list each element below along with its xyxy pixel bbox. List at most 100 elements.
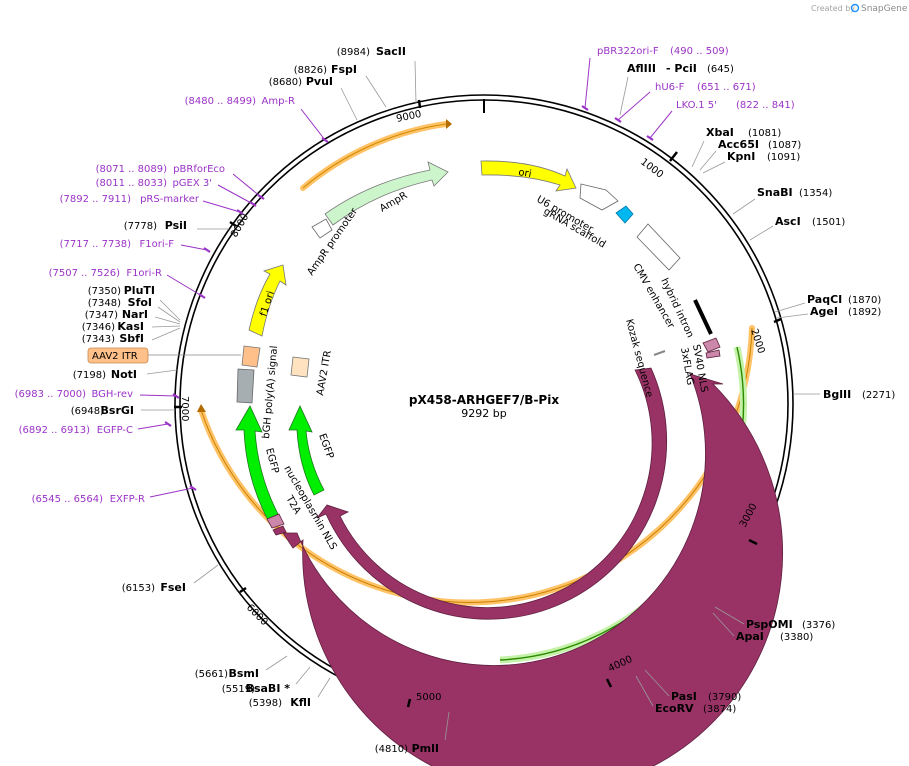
primer-range: (490 .. 509): [670, 46, 729, 57]
site-position: (1081): [748, 128, 781, 139]
site-leader-line: [340, 87, 358, 121]
cas9-inner-label: Cas9: [542, 563, 569, 583]
site-name: KflI: [290, 696, 311, 709]
site-name: SfoI: [128, 296, 152, 309]
primer-site-mark: [198, 293, 206, 299]
ampr-promoter-arrow: [311, 218, 333, 239]
primer-site-mark: [203, 247, 211, 253]
site-position: (645): [707, 64, 734, 75]
kozak-marker: [653, 350, 666, 356]
orange-arc-large: [198, 325, 755, 606]
site-position: (2271): [862, 390, 895, 401]
primer-range: (8480 .. 8499): [185, 96, 257, 107]
site-leader-line: [151, 327, 181, 341]
site-name: Acc65I: [718, 138, 759, 151]
primer-leader-line: [232, 173, 262, 198]
ori-label: ori: [517, 167, 532, 180]
site-name: BsmI: [229, 667, 260, 680]
site-position: (1354): [799, 188, 832, 199]
site-name: NarI: [122, 308, 148, 321]
tick-label: 6000: [244, 602, 270, 628]
plasmid-name: pX458-ARHGEF7/B-Pix: [409, 393, 559, 407]
site-name: NotI: [111, 368, 137, 381]
site-position: (7346): [82, 322, 115, 333]
primer-site-mark: [172, 393, 180, 399]
site-position: (7343): [82, 334, 115, 345]
site-position: (3790): [708, 692, 741, 703]
site-name: SnaBI: [757, 186, 793, 199]
site-position: (1091): [767, 152, 800, 163]
egfp-inner-label: EGFP: [316, 432, 335, 460]
tick-mark: [406, 698, 412, 708]
site-position: (8984): [337, 47, 370, 58]
site-leader-line: [146, 369, 178, 375]
aav2-itr-inner-box: [290, 356, 310, 378]
site-leader-line: [714, 606, 745, 625]
site-leader-line: [749, 225, 774, 241]
site-name: PspOMI: [746, 618, 793, 631]
primer-range: (651 .. 671): [697, 82, 756, 93]
site-name: FspI: [331, 63, 357, 76]
aav2-itr-callout-box: [87, 347, 149, 364]
site-leader-line: [414, 60, 417, 104]
primer-range: (8071 .. 8089): [96, 164, 168, 175]
site-name: XbaI: [706, 126, 734, 139]
site-position: (7778): [124, 221, 157, 232]
egfp-outer-label: EGFP: [263, 447, 280, 475]
aav2-itr-callout-label: AAV2 ITR: [92, 351, 138, 362]
primer-name: pBR322ori-F: [597, 46, 659, 57]
site-name: KasI: [117, 320, 144, 333]
tick-mark: [748, 538, 758, 546]
site-name: PsiI: [165, 219, 187, 232]
primer-name: F1ori-F: [140, 239, 175, 250]
snapgene-logo-icon: [850, 3, 860, 13]
site-position: (3380): [780, 632, 813, 643]
site-leader-line: [699, 150, 717, 171]
primer-leader-line: [217, 184, 254, 205]
primer-site-mark: [164, 421, 172, 427]
primer-name: Amp-R: [262, 96, 296, 107]
cas9-outer-label: Cas9: [562, 611, 589, 630]
primer-range: (8011 .. 8033): [96, 178, 168, 189]
site-leader-line: [151, 325, 181, 328]
site-leader-line: [691, 140, 705, 168]
primer-name: pRS-marker: [140, 194, 200, 205]
tick-mark: [417, 99, 422, 109]
primer-name: hU6-F: [655, 82, 685, 93]
cas9-inner-arrow: [316, 367, 668, 620]
aav2-itr-inner-label: AAV2 ITR: [315, 350, 334, 397]
site-name: SacII: [376, 45, 406, 58]
primer-range: (7892 .. 7911): [60, 194, 132, 205]
site-position: (8826): [294, 65, 327, 76]
grna-scaffold-arrow: [615, 205, 634, 224]
primer-leader-line: [137, 423, 169, 430]
primer-labels: pBR322ori-F (490 .. 509) hU6-F (651 .. 671)…: [15, 46, 795, 505]
primer-leader-line: [584, 57, 591, 109]
kozak-label: Kozak sequence: [623, 318, 655, 399]
site-name: AgeI: [810, 305, 838, 318]
primer-leader-line: [139, 394, 177, 397]
site-leader-line: [265, 655, 288, 671]
site-leader-line: [317, 677, 331, 698]
site-position: (1892): [848, 307, 881, 318]
primer-name: EGFP-C: [97, 425, 133, 436]
tick-mark: [605, 678, 613, 688]
site-position: (5661): [195, 669, 228, 680]
site-leader-line: [702, 161, 726, 174]
primer-name: pGEX 3': [172, 178, 212, 189]
cas9-outer-arrow: [282, 373, 783, 766]
primer-range: (7717 .. 7738): [60, 239, 132, 250]
primer-leader-line: [649, 110, 673, 139]
site-leader-line: [635, 675, 654, 707]
site-position: (1087): [768, 140, 801, 151]
primer-site-mark: [321, 137, 329, 143]
site-name: BsrGI: [101, 404, 134, 417]
primer-name: LKO.1 5': [676, 100, 717, 111]
primer-leader-line: [617, 91, 651, 121]
site-name: PaqCI: [807, 293, 842, 306]
tick-label: 5000: [416, 692, 441, 703]
plasmid-size: 9292 bp: [461, 407, 506, 420]
hybrid-intron-bar: [693, 299, 713, 335]
site-leader-line: [712, 612, 735, 637]
primer-name: BGH-rev: [91, 389, 133, 400]
